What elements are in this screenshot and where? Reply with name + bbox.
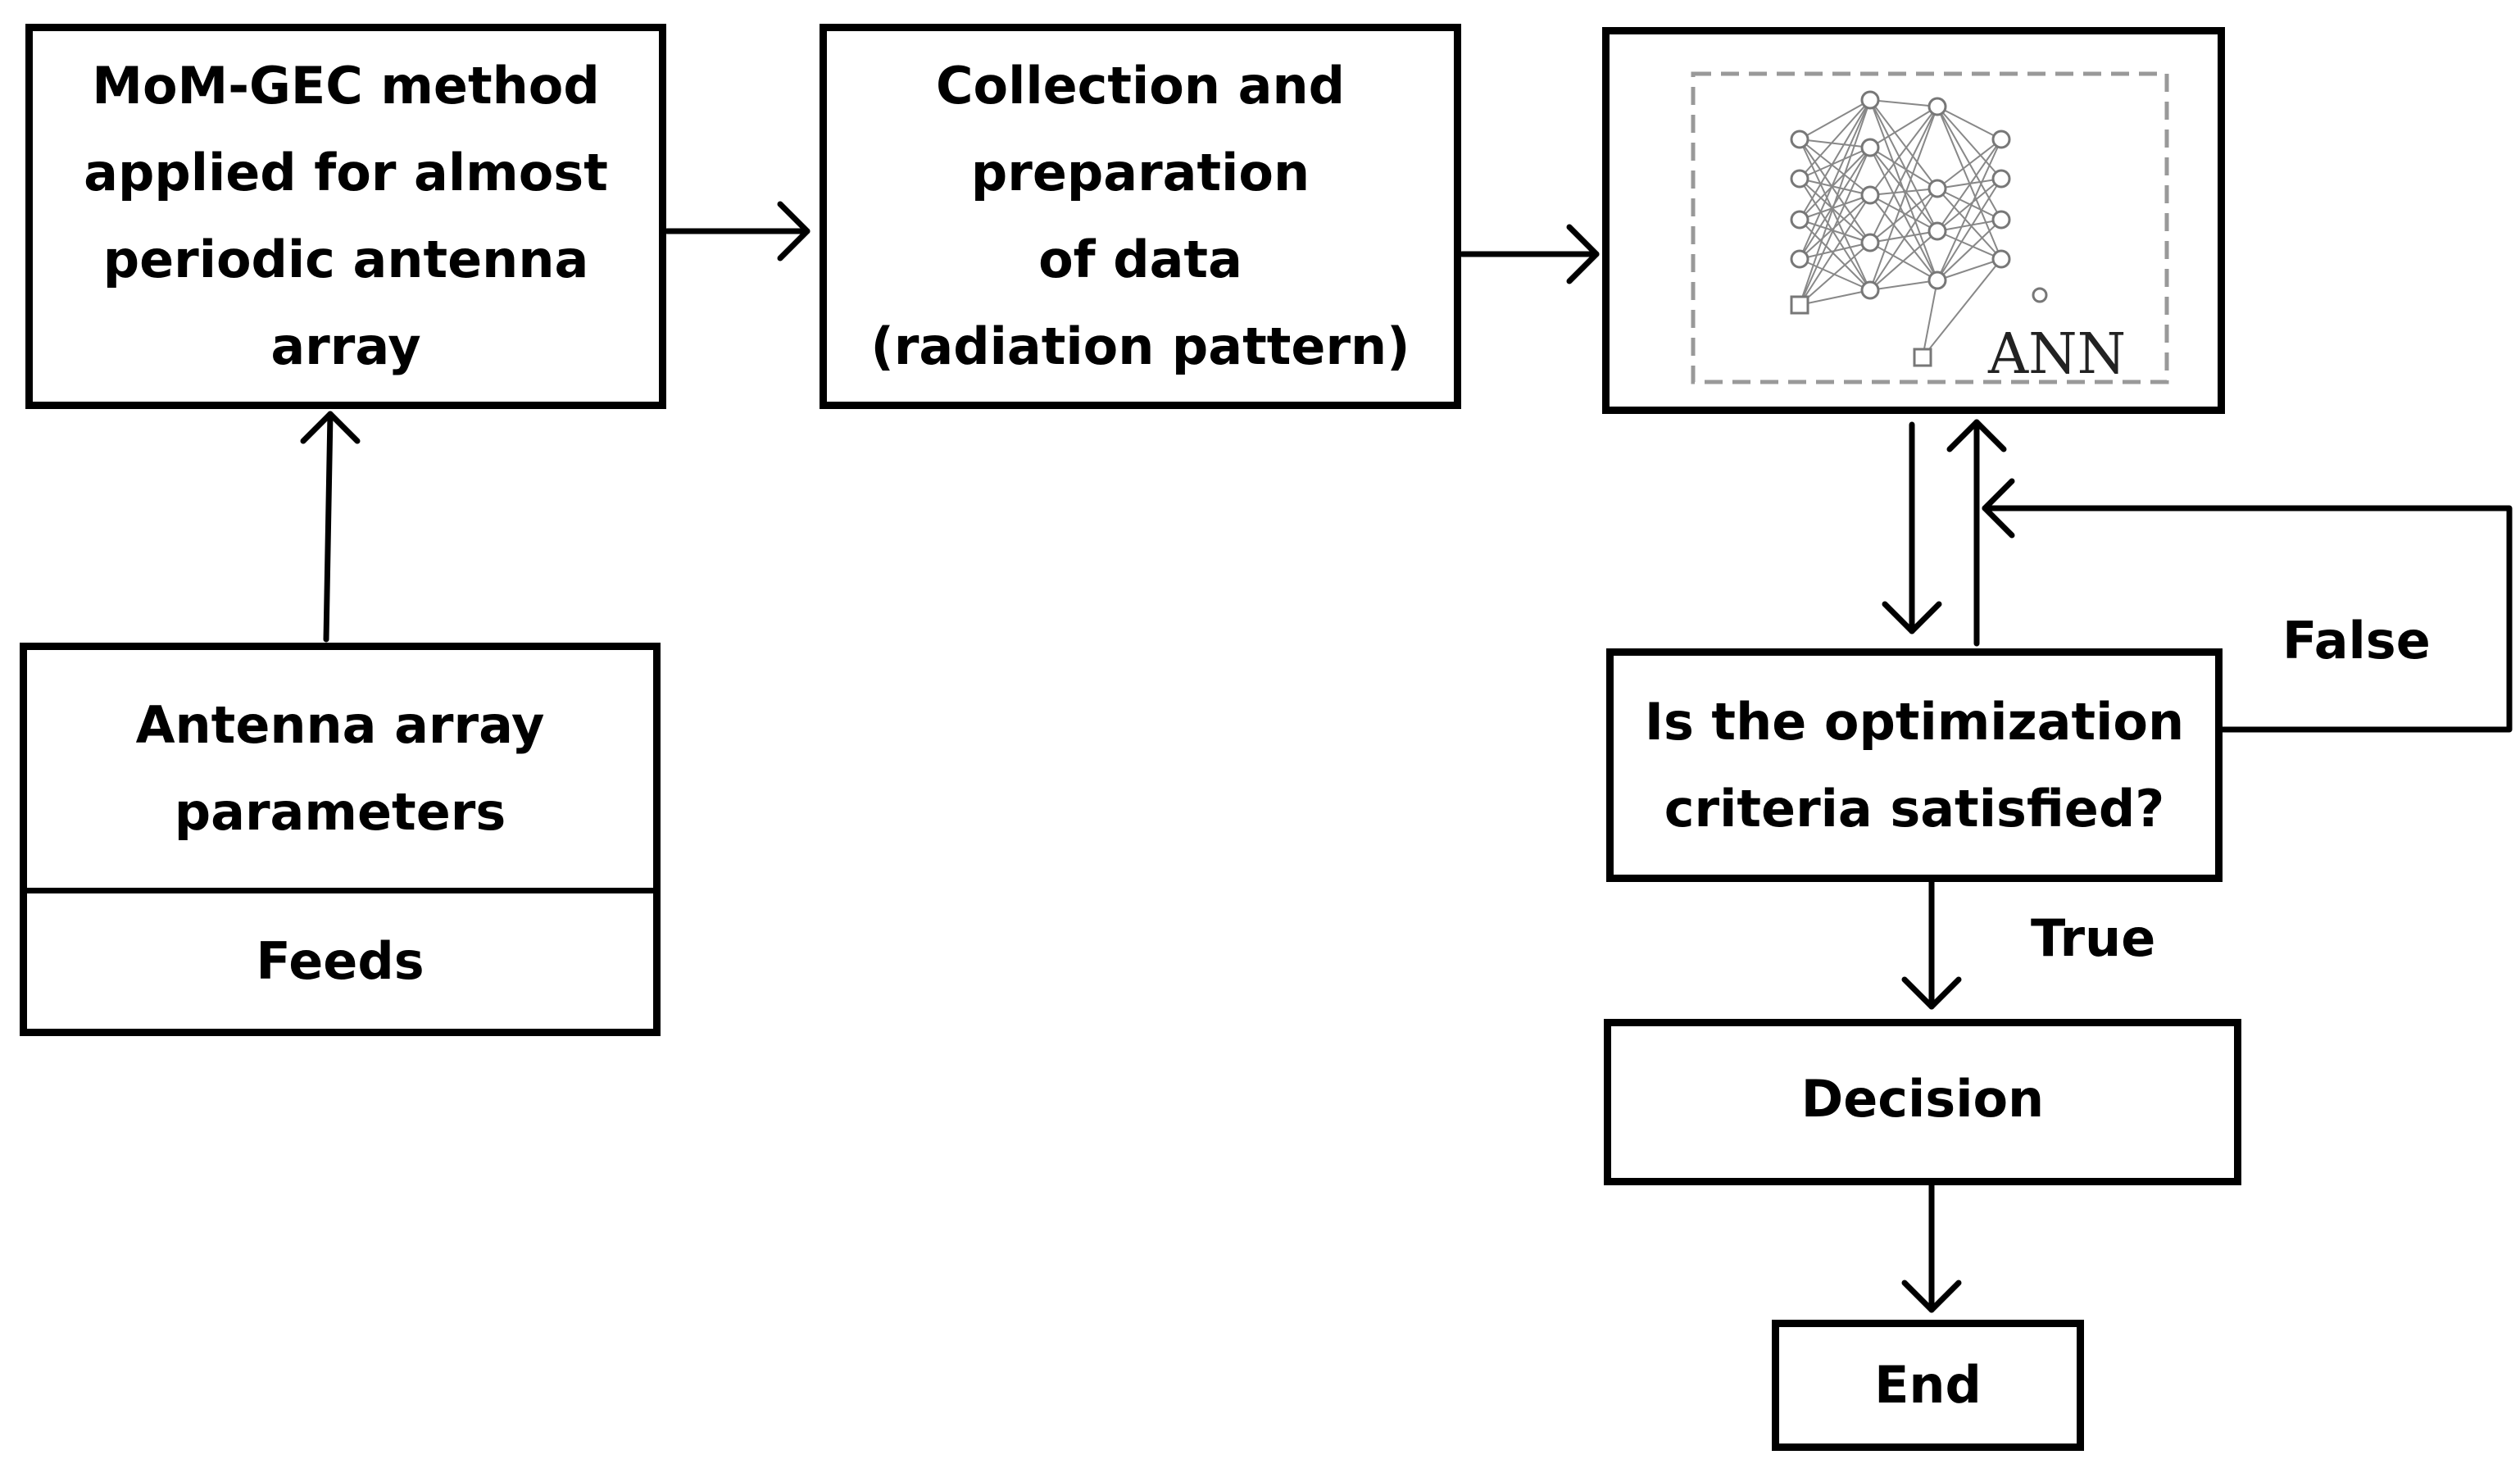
optimization-criteria-box: Is the optimization criteria satisfied? [1606,648,2223,882]
false-edge-label: False [2282,611,2431,671]
parameters-section: Antenna array parameters [27,650,653,888]
decision-label: Decision [1800,1069,2045,1129]
feeds-label: Feeds [256,930,425,991]
decision-box: Decision [1604,1019,2241,1185]
feeds-section: Feeds [27,893,653,1029]
collect-line-3: of data [1038,230,1242,289]
ann-box: ANN [1602,27,2225,414]
arrowhead-mom-to-collect [777,201,810,261]
collect-line-4: (radiation pattern) [870,316,1410,376]
arrowhead-question-to-decision [1901,976,1962,1010]
question-line-2: criteria satisfied? [1664,778,2165,839]
question-line-1: Is the optimization [1644,691,2185,752]
arrow-params-to-mom [323,411,334,643]
true-edge-label: True [2031,908,2156,968]
params-line-2: parameters [174,782,506,842]
end-box: End [1772,1320,2084,1451]
false-loop-line [1982,505,2513,733]
arrowhead-collect-to-ann [1566,224,1600,284]
params-divider [27,888,653,893]
params-line-1: Antenna array [135,695,545,755]
arrowhead-decision-to-end [1901,1280,1962,1313]
arrowhead-question-to-ann [1946,419,2007,452]
mom-gec-box: MoM-GEC method applied for almost period… [25,24,666,409]
end-label: End [1874,1355,1982,1415]
data-collection-box: Collection and preparation of data (radi… [820,24,1461,409]
arrowhead-ann-to-question [1882,601,1942,634]
collect-line-1: Collection and [936,56,1345,116]
mom-line-3: periodic antenna [102,230,589,289]
ann-label: ANN [1988,322,2127,387]
mom-line-1: MoM-GEC method [92,56,600,116]
mom-line-2: applied for almost [84,143,608,202]
neural-network-icon [1691,71,2169,384]
antenna-parameters-box: Antenna array parameters Feeds [20,643,661,1036]
arrowhead-false-loop [1982,478,2015,539]
arrowhead-params-to-mom [300,411,361,444]
collect-line-2: preparation [970,143,1310,202]
mom-line-4: array [270,316,421,376]
